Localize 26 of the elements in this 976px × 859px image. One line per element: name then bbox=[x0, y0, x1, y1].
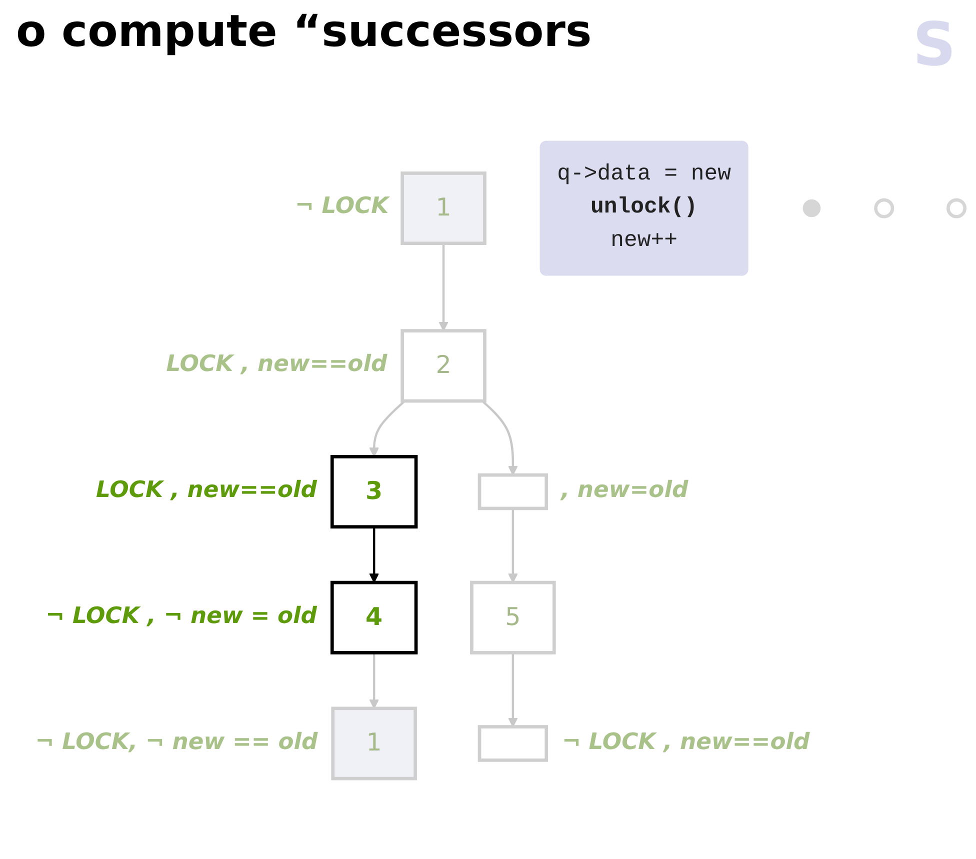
arrow bbox=[438, 243, 448, 332]
condition-label: ¬ LOCK , ¬ new = old bbox=[46, 602, 317, 629]
condition-label: LOCK , new==old bbox=[166, 351, 388, 378]
arrow bbox=[369, 400, 406, 458]
node-box: 5 bbox=[470, 580, 556, 654]
node-box: 2 bbox=[400, 329, 486, 403]
condition-label: LOCK , new==old bbox=[96, 476, 317, 503]
condition-label: ¬ LOCK, ¬ new == old bbox=[35, 728, 318, 755]
arrow bbox=[481, 400, 518, 476]
arrow bbox=[369, 652, 379, 709]
node-circle bbox=[946, 198, 967, 218]
condition-label: ¬ LOCK , new==old bbox=[562, 728, 810, 755]
arrow bbox=[508, 508, 518, 583]
node-box: 1 bbox=[400, 172, 486, 246]
node-box: 4 bbox=[330, 580, 418, 654]
arrow bbox=[508, 652, 518, 728]
node-box: 1 bbox=[331, 706, 417, 780]
condition-label: , new=old bbox=[560, 476, 688, 503]
slide-title: o compute “successors bbox=[16, 6, 592, 57]
node-circle bbox=[802, 199, 821, 218]
condition-label: ¬ LOCK bbox=[294, 193, 389, 220]
node-box: 3 bbox=[330, 455, 418, 528]
node-box bbox=[478, 725, 548, 762]
node-circle bbox=[874, 198, 894, 218]
node-box bbox=[478, 473, 548, 510]
arrow bbox=[369, 526, 379, 583]
